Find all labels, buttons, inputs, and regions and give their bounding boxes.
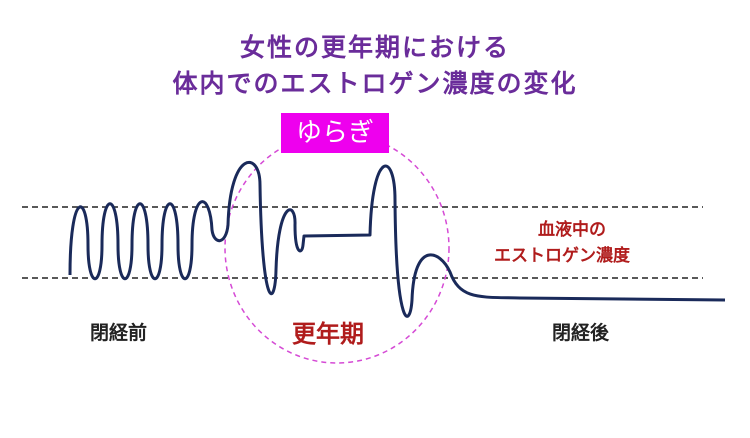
- label-premenopause: 閉経前: [90, 322, 148, 344]
- series-label-line-2: エストロゲン濃度: [494, 246, 630, 266]
- fluctuation-badge: ゆらぎ: [281, 113, 389, 153]
- estrogen-curve: [68, 160, 726, 318]
- label-postmenopause: 閉経後: [552, 322, 610, 344]
- title-line-1: 女性の更年期における: [239, 33, 510, 62]
- title-line-2: 体内でのエストロゲン濃度の変化: [172, 69, 578, 98]
- series-label-line-1: 血液中の: [538, 220, 606, 240]
- label-perimenopause: 更年期: [292, 320, 364, 348]
